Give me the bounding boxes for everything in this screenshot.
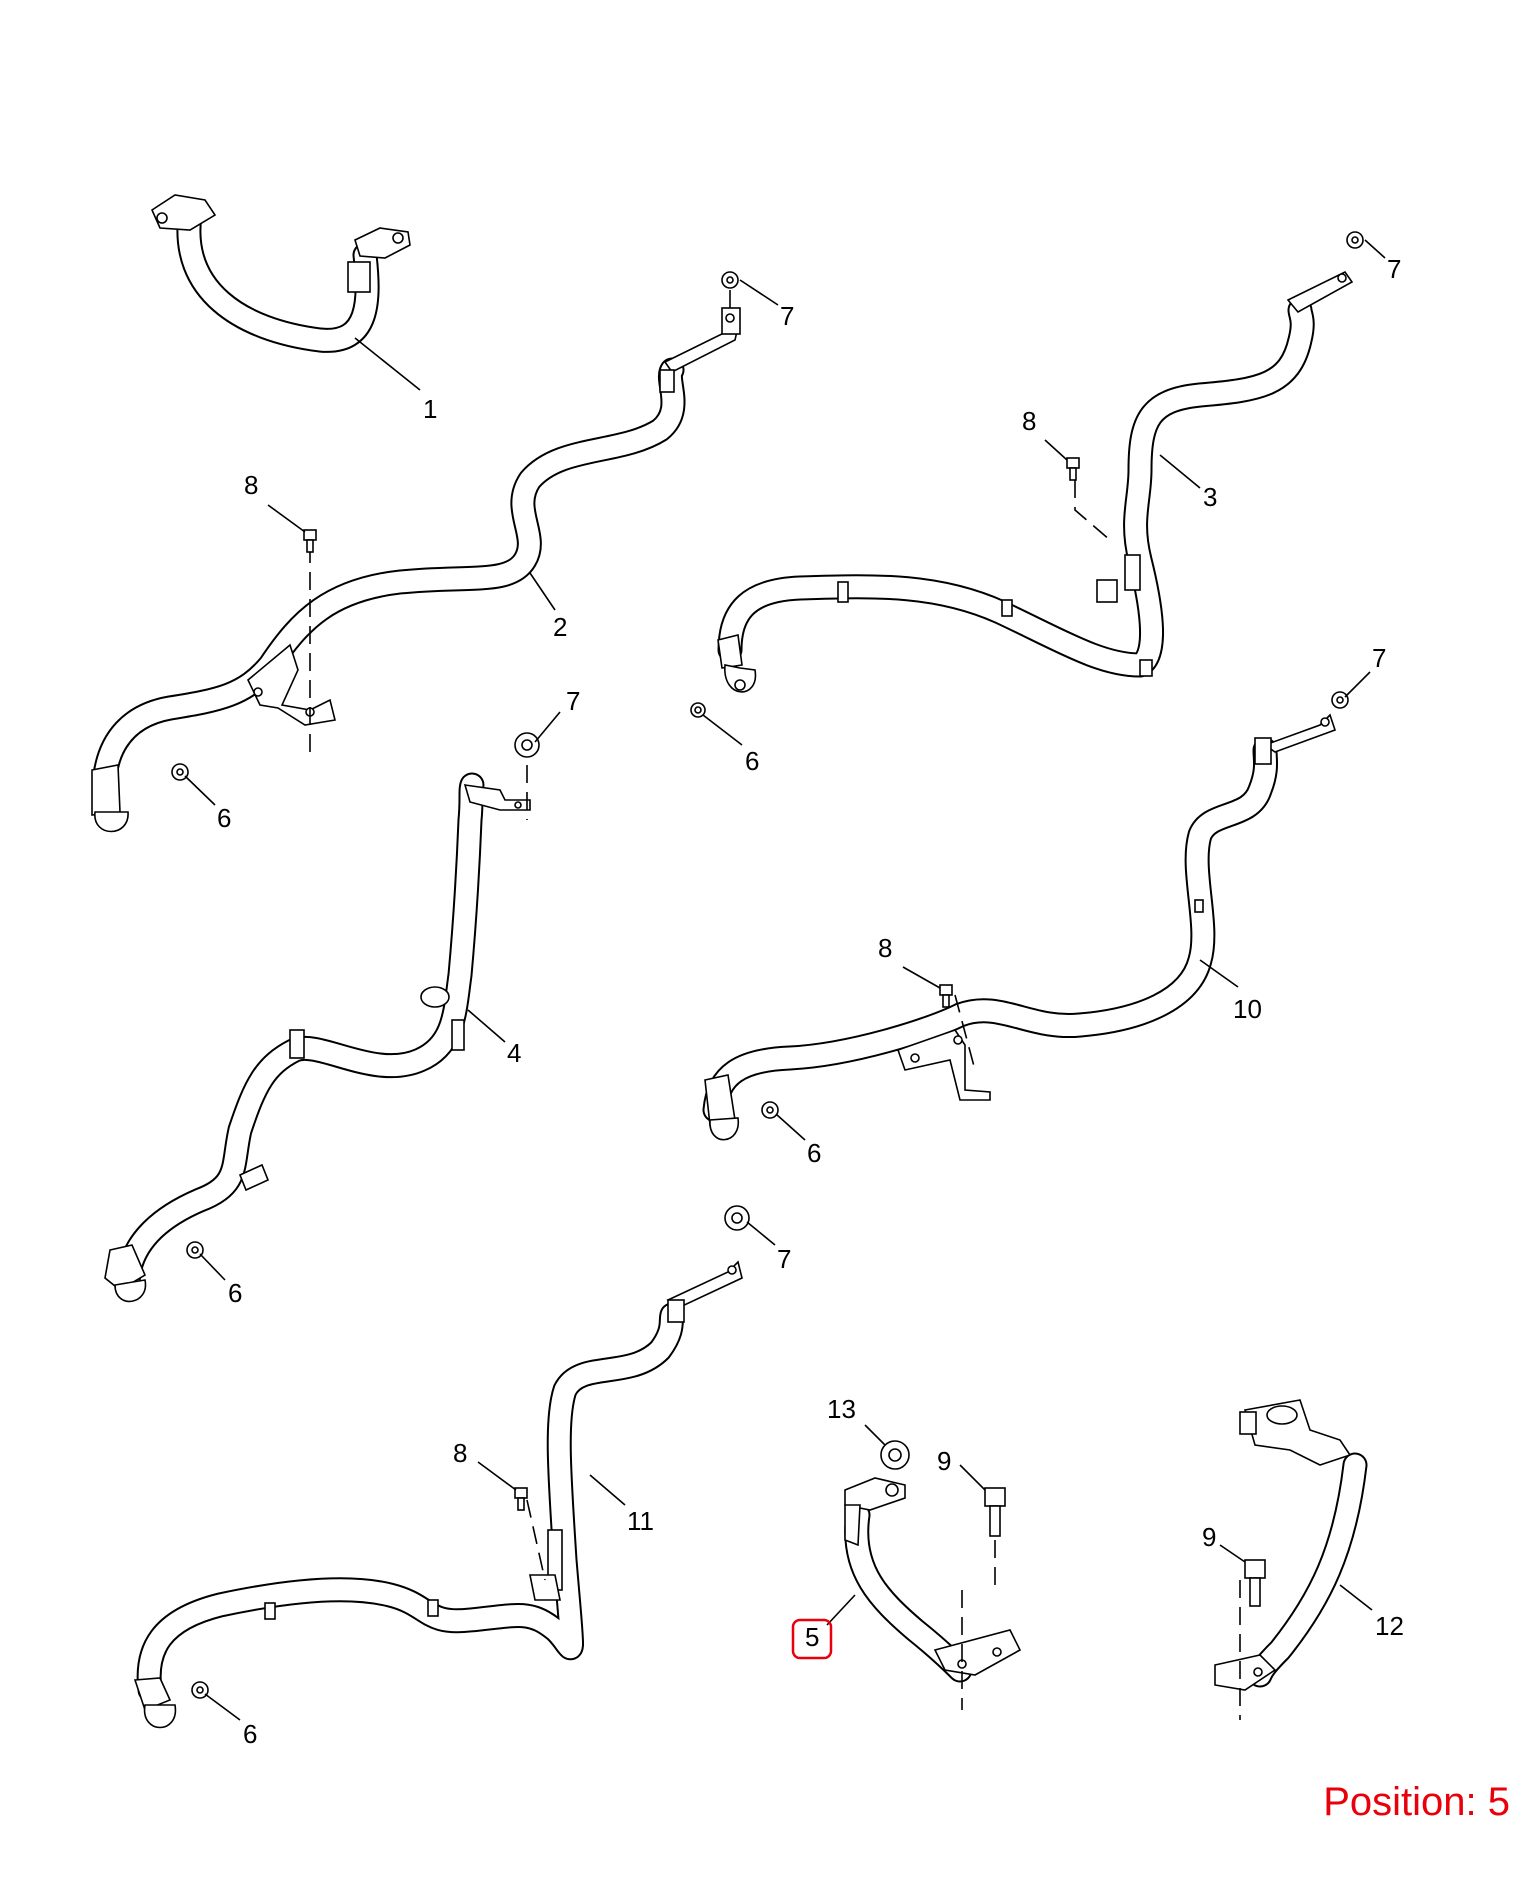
callout-8-c: 8 xyxy=(878,933,892,963)
leader-lines xyxy=(184,239,1386,1721)
bolt-8-a[interactable] xyxy=(303,529,317,553)
nut-6-a[interactable] xyxy=(171,763,189,781)
nut-7-e[interactable] xyxy=(724,1205,750,1231)
callout-6-b: 6 xyxy=(745,746,759,776)
callout-6-d: 6 xyxy=(807,1138,821,1168)
bolt-8-d[interactable] xyxy=(514,1487,528,1511)
position-label: Position: 5 xyxy=(1323,1780,1510,1824)
cable-part-1[interactable] xyxy=(150,194,411,353)
callout-1: 1 xyxy=(423,394,437,424)
callout-7-a: 7 xyxy=(780,301,794,331)
callout-6-c: 6 xyxy=(228,1278,242,1308)
nut-7-b[interactable] xyxy=(1346,231,1364,249)
callout-3: 3 xyxy=(1203,482,1217,512)
fastener-axis xyxy=(1074,480,1111,541)
callout-8-b: 8 xyxy=(1022,406,1036,436)
callout-6-e: 6 xyxy=(243,1719,257,1749)
nut-7-d[interactable] xyxy=(1331,691,1349,709)
cable-part-12[interactable] xyxy=(1214,1399,1368,1691)
callout-4: 4 xyxy=(507,1038,521,1068)
nut-6-b[interactable] xyxy=(690,702,706,718)
cable-part-4[interactable] xyxy=(104,772,531,1303)
fastener-axis xyxy=(526,1499,546,1581)
callout-13: 13 xyxy=(827,1394,856,1424)
highlight-box-callout-5 xyxy=(791,1618,833,1660)
callout-5: 5 xyxy=(805,1622,819,1652)
callout-7-d: 7 xyxy=(1372,643,1386,673)
nut-6-e[interactable] xyxy=(191,1681,209,1699)
cable-part-11[interactable] xyxy=(133,1260,743,1729)
callout-9-b: 9 xyxy=(1202,1522,1216,1552)
callout-7-e: 7 xyxy=(777,1244,791,1274)
callout-9-a: 9 xyxy=(937,1446,951,1476)
cable-part-2[interactable] xyxy=(91,307,741,833)
nut-6-c[interactable] xyxy=(186,1241,204,1259)
fastener-axis xyxy=(954,994,976,1071)
bolt-8-b[interactable] xyxy=(1066,457,1080,481)
nut-13[interactable] xyxy=(880,1440,910,1470)
nut-7-a[interactable] xyxy=(721,271,739,289)
callout-11: 11 xyxy=(627,1506,654,1536)
bolt-9-a[interactable] xyxy=(984,1487,1006,1537)
callout-7-b: 7 xyxy=(1387,254,1401,284)
bolt-8-c[interactable] xyxy=(939,984,953,1008)
callout-7-c: 7 xyxy=(566,686,580,716)
cable-part-5[interactable] xyxy=(844,1477,1022,1683)
callout-12: 12 xyxy=(1375,1611,1404,1641)
cable-part-3[interactable] xyxy=(717,270,1354,693)
bolt-9-b[interactable] xyxy=(1244,1559,1266,1607)
callout-6-a: 6 xyxy=(217,803,231,833)
nut-6-d[interactable] xyxy=(761,1101,779,1119)
callout-10: 10 xyxy=(1233,994,1262,1024)
cable-part-10[interactable] xyxy=(702,713,1337,1141)
callout-8-a: 8 xyxy=(244,470,258,500)
callout-8-d: 8 xyxy=(453,1438,467,1468)
callout-2: 2 xyxy=(553,612,567,642)
nut-7-c[interactable] xyxy=(514,732,540,758)
